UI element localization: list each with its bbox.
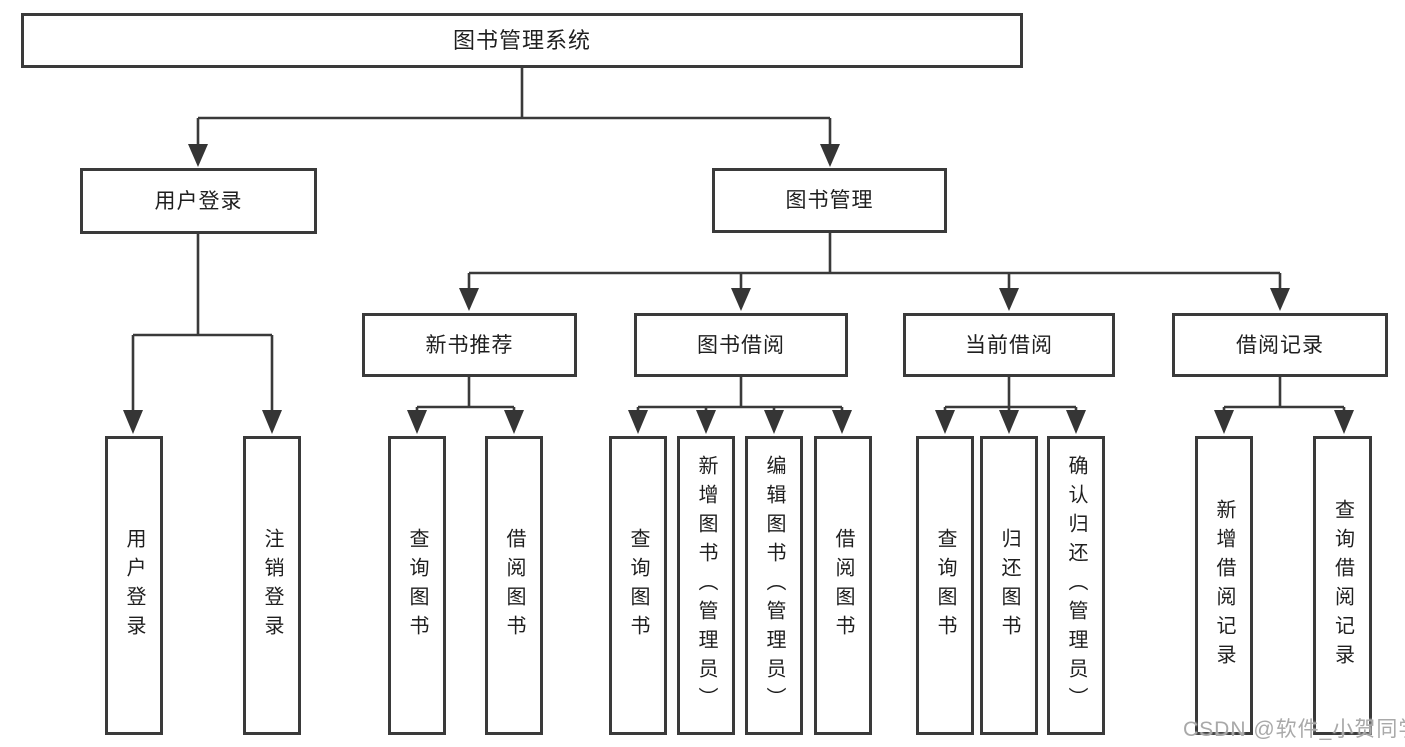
- node-leaf-user-login: 用户登录: [105, 436, 163, 735]
- arrowhead: [820, 144, 840, 167]
- node-cb-query-books: 查询图书: [916, 436, 974, 735]
- arrowhead: [696, 410, 716, 434]
- arrowhead: [407, 410, 427, 434]
- edge-bookmgmt-to-level2: [467, 233, 1282, 289]
- arrowhead: [764, 410, 784, 434]
- watermark-text: CSDN @软件_小贺同学: [1183, 718, 1405, 741]
- node-rec-borrow-books: 借阅图书: [485, 436, 543, 735]
- arrowhead: [1214, 410, 1234, 434]
- node-root: 图书管理系统: [21, 13, 1023, 68]
- node-br-add-record: 新增借阅记录: [1195, 436, 1253, 735]
- arrowhead: [188, 144, 208, 167]
- node-bb-add-books: 新增图书（管理员）: [677, 436, 735, 735]
- edge-newbookrec-to-leaves: [415, 377, 516, 411]
- node-cb-confirm-return: 确认归还（管理员）: [1047, 436, 1105, 735]
- edge-bookborrow-to-leaves: [636, 377, 844, 411]
- arrowhead: [504, 410, 524, 434]
- edge-borrowrecords-to-leaves: [1222, 377, 1346, 411]
- node-rec-query-books: 查询图书: [388, 436, 446, 735]
- node-user-login: 用户登录: [80, 168, 317, 234]
- node-bb-query-books: 查询图书: [609, 436, 667, 735]
- arrowhead: [1334, 410, 1354, 434]
- node-bb-edit-books: 编辑图书（管理员）: [745, 436, 803, 735]
- arrowhead: [1270, 288, 1290, 311]
- arrowhead: [628, 410, 648, 434]
- arrowhead: [731, 288, 751, 311]
- node-br-query-record: 查询借阅记录: [1313, 436, 1372, 735]
- arrowhead: [262, 410, 282, 434]
- edge-root-to-level1: [196, 68, 832, 145]
- arrowhead: [999, 288, 1019, 311]
- arrowhead: [999, 410, 1019, 434]
- arrowhead: [832, 410, 852, 434]
- node-leaf-logout: 注销登录: [243, 436, 301, 735]
- node-new-book-recommend: 新书推荐: [362, 313, 577, 377]
- node-book-borrow: 图书借阅: [634, 313, 848, 377]
- edge-userlogin-to-leaves: [131, 234, 274, 411]
- node-bb-borrow-books: 借阅图书: [814, 436, 872, 735]
- arrowhead: [459, 288, 479, 311]
- node-book-management: 图书管理: [712, 168, 947, 233]
- arrowheads: [123, 144, 1354, 434]
- node-current-borrow: 当前借阅: [903, 313, 1115, 377]
- edge-currentborrow-to-leaves: [943, 377, 1078, 411]
- arrowhead: [1066, 410, 1086, 434]
- node-borrow-records: 借阅记录: [1172, 313, 1388, 377]
- arrowhead: [935, 410, 955, 434]
- arrowhead: [123, 410, 143, 434]
- node-cb-return-books: 归还图书: [980, 436, 1038, 735]
